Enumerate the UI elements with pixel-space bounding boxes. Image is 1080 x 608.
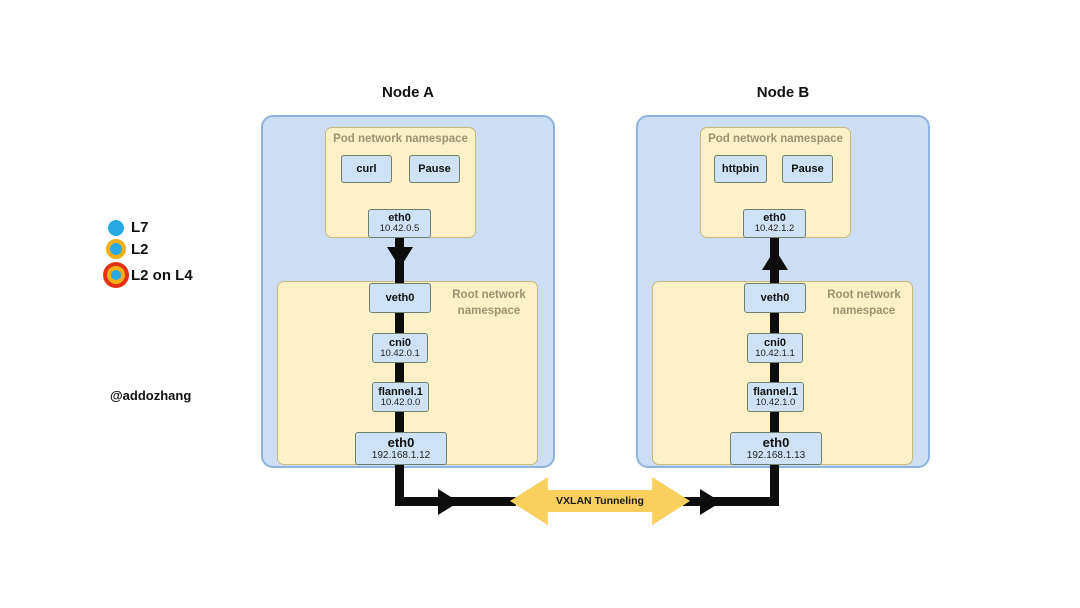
container-name: curl	[356, 162, 377, 175]
bottom-rail-left-arrowhead-icon	[438, 489, 459, 515]
node-b-container-httpbin: httpbin	[714, 155, 767, 183]
node-a-container-pause: Pause	[409, 155, 460, 183]
author-watermark: @addozhang	[110, 388, 192, 403]
l2-dot-icon	[106, 239, 126, 259]
node-b-container-pause: Pause	[782, 155, 833, 183]
interface-ip: 192.168.1.12	[371, 450, 431, 462]
node-a-root-namespace-label: Root network namespace	[452, 289, 526, 317]
node-b-flannel1: flannel.1 10.42.1.0	[747, 382, 804, 412]
container-name: Pause	[791, 162, 824, 175]
bottom-rail-right-arrowhead-icon	[700, 489, 721, 515]
legend-item-l7: L7	[108, 219, 149, 236]
l7-dot-icon	[108, 219, 124, 236]
interface-ip: 10.42.0.0	[380, 396, 421, 408]
vxlan-tunnel-arrow: VXLAN Tunneling	[510, 477, 690, 525]
interface-ip: 10.42.1.2	[754, 223, 795, 235]
legend-label: L7	[131, 219, 149, 236]
node-b-root-namespace-label: Root network namespace	[827, 289, 901, 317]
legend-label: L2 on L4	[131, 266, 193, 284]
node-a-container-curl: curl	[341, 155, 392, 183]
legend-item-l2: L2	[106, 239, 149, 259]
node-b-up-arrowhead-icon	[762, 249, 788, 270]
node-a-veth0: veth0	[369, 283, 431, 313]
interface-ip: 10.42.1.1	[755, 347, 795, 359]
node-b-cni0: cni0 10.42.1.1	[747, 333, 803, 363]
interface-name: veth0	[385, 291, 415, 304]
interface-name: cni0	[388, 336, 411, 349]
node-b-root-eth0: eth0 192.168.1.13	[730, 432, 822, 465]
node-a-down-arrowhead-icon	[387, 247, 413, 268]
node-b-title: Node B	[756, 84, 810, 101]
interface-name: cni0	[763, 336, 786, 349]
l2-on-l4-dot-icon	[107, 266, 125, 284]
vxlan-tunnel-label: VXLAN Tunneling	[556, 495, 644, 507]
interface-name: eth0	[388, 212, 411, 225]
legend-label: L2	[131, 240, 149, 258]
interface-name: veth0	[760, 291, 790, 304]
node-a-pod-namespace-label: Pod network namespace	[333, 133, 468, 145]
node-a-pod-eth0: eth0 10.42.0.5	[368, 209, 431, 238]
container-name: Pause	[418, 162, 451, 175]
node-a-root-eth0: eth0 192.168.1.12	[355, 432, 447, 465]
interface-name: eth0	[762, 434, 790, 450]
interface-ip: 10.42.0.5	[379, 223, 420, 235]
node-b-flow-line	[770, 238, 779, 506]
bottom-rail-right	[683, 497, 779, 506]
interface-ip: 10.42.1.0	[755, 396, 796, 408]
node-b-pod-namespace-label: Pod network namespace	[708, 133, 843, 145]
interface-ip: 10.42.0.1	[380, 347, 420, 359]
node-a-flow-line	[395, 238, 404, 506]
interface-ip: 192.168.1.13	[746, 450, 806, 462]
interface-name: flannel.1	[378, 385, 423, 398]
interface-name: eth0	[387, 434, 415, 450]
node-b-veth0: veth0	[744, 283, 806, 313]
node-a-flannel1: flannel.1 10.42.0.0	[372, 382, 429, 412]
container-name: httpbin	[721, 162, 760, 175]
interface-name: eth0	[763, 212, 786, 225]
node-a-cni0: cni0 10.42.0.1	[372, 333, 428, 363]
node-b-pod-eth0: eth0 10.42.1.2	[743, 209, 806, 238]
legend-item-l2-on-l4: L2 on L4	[107, 266, 193, 284]
interface-name: flannel.1	[753, 385, 798, 398]
node-a-title: Node A	[382, 84, 434, 101]
